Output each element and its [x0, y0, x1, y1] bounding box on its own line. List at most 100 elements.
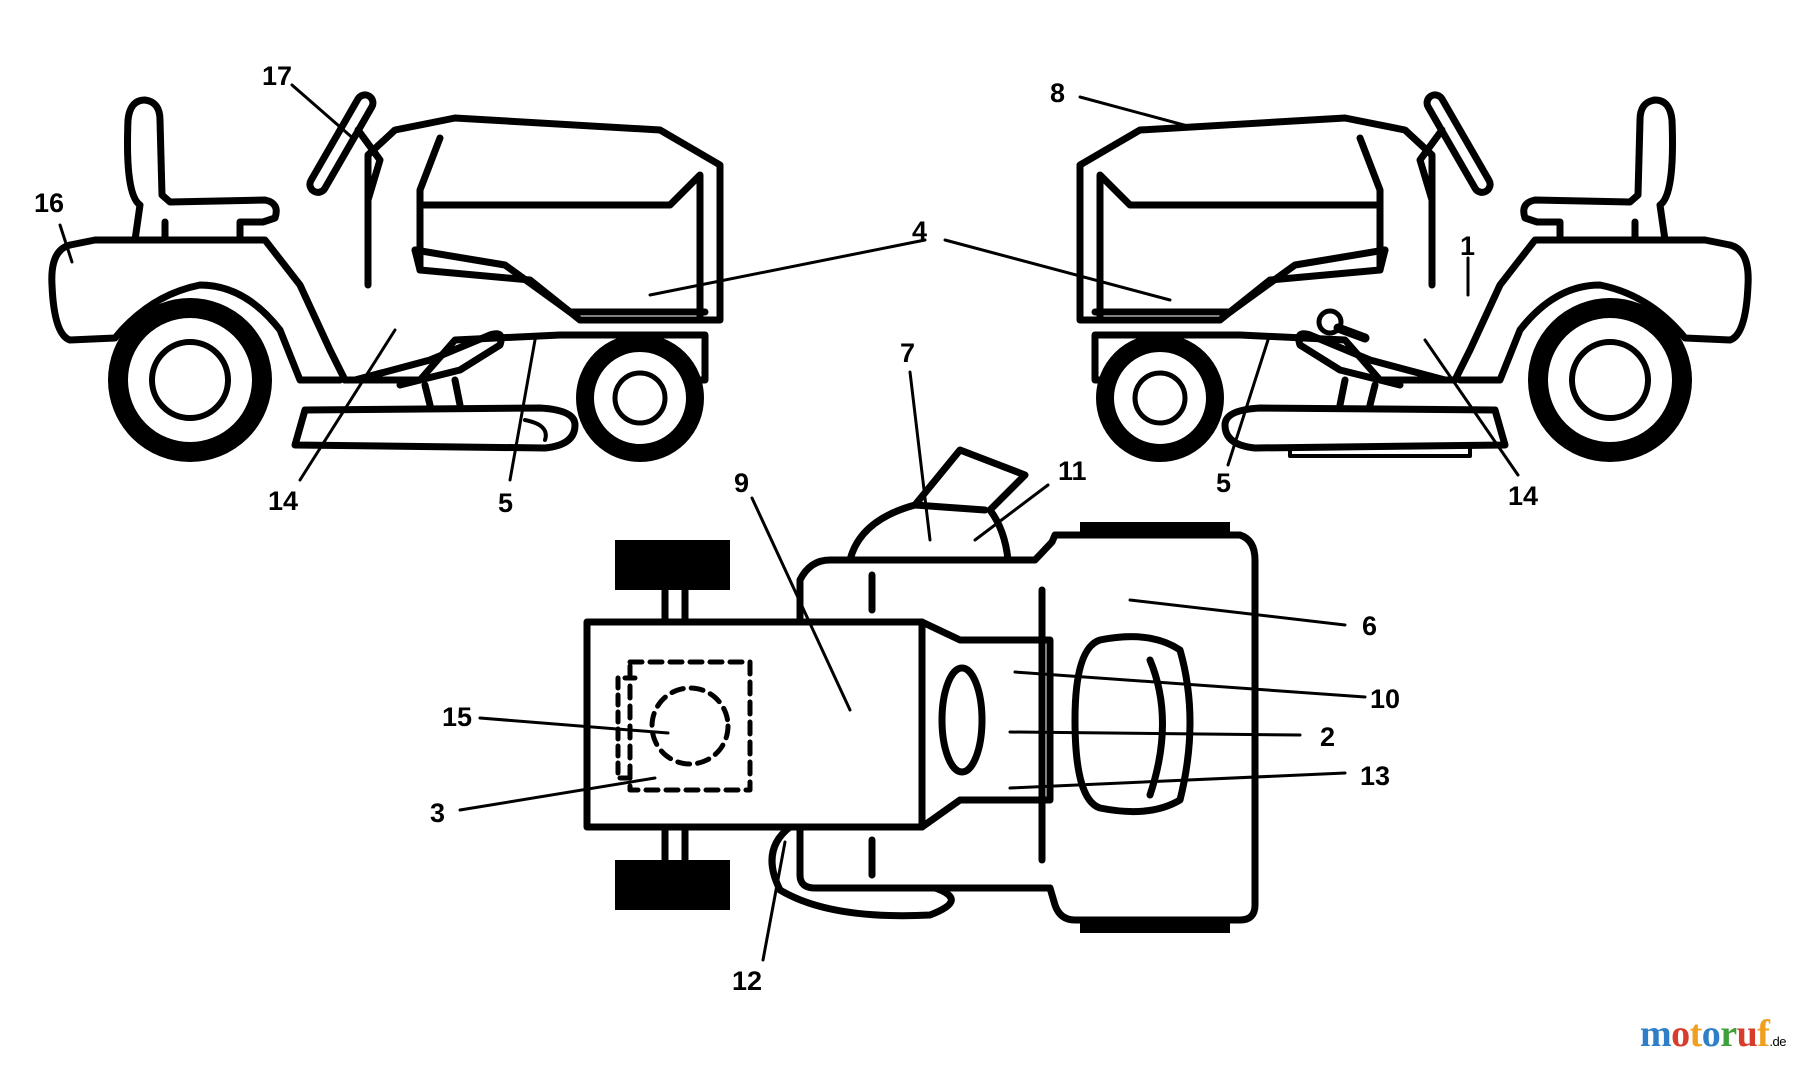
- top-fuel-cap: [649, 685, 731, 767]
- right-steering-wheel: [1423, 91, 1494, 196]
- tractor-side-view-right: [1076, 91, 1752, 462]
- left-hood-panel: [411, 246, 709, 316]
- leader-11: [973, 483, 1050, 542]
- top-hood: [583, 618, 926, 831]
- leader-12: [761, 840, 787, 962]
- leader-2: [1008, 730, 1302, 737]
- callout-15: 15: [442, 702, 472, 732]
- leader-15: [478, 716, 670, 735]
- callout-11: 11: [1058, 456, 1087, 486]
- top-deck-arc: [768, 823, 955, 920]
- right-hood-panel: [1091, 246, 1389, 316]
- watermark-suffix: .de: [1769, 1034, 1786, 1049]
- tractor-side-view-left: [48, 91, 724, 462]
- right-deck-skirt: [1288, 446, 1472, 458]
- top-steering-wheel: [938, 664, 986, 776]
- leader-7: [908, 370, 932, 542]
- watermark-letter: m: [1639, 1013, 1672, 1055]
- callout-16: 16: [34, 188, 64, 218]
- callout-5-right: 5: [1216, 468, 1231, 498]
- top-rear-tire-upper: [1080, 522, 1230, 537]
- right-lever: [1333, 323, 1370, 343]
- right-fender: [1456, 241, 1752, 384]
- right-pedal: [1295, 330, 1449, 389]
- left-rear-wheel: [108, 298, 272, 462]
- right-front-hub: [1132, 370, 1188, 426]
- watermark-letter: f: [1757, 1013, 1770, 1055]
- watermark-letter: u: [1736, 1013, 1758, 1055]
- top-front-tire-upper: [615, 540, 730, 590]
- tractor-top-view: [583, 446, 1259, 933]
- right-pedal-mount: [1336, 376, 1379, 409]
- right-mower-deck: [1221, 404, 1509, 452]
- top-seat-back: [1146, 656, 1166, 799]
- leader-5a: [508, 338, 537, 482]
- left-rear-hub: [149, 339, 231, 421]
- leader-9: [750, 496, 852, 712]
- callout-14-right: 14: [1508, 481, 1538, 511]
- left-grille: [416, 171, 704, 324]
- top-discharge-chute: [846, 446, 1029, 564]
- callout-6: 6: [1362, 611, 1377, 641]
- right-rear-hub: [1569, 339, 1651, 421]
- callout-1: 1: [1460, 231, 1475, 261]
- top-seat: [1071, 633, 1194, 816]
- callout-9: 9: [734, 468, 749, 498]
- top-front-axle: [661, 586, 689, 864]
- leader-3: [458, 776, 657, 812]
- leader-17: [290, 83, 357, 142]
- left-steering-wheel: [306, 91, 377, 196]
- leader-5b: [1226, 338, 1270, 467]
- top-rear-tire-lower: [1080, 918, 1230, 933]
- callout-5-left: 5: [498, 488, 513, 518]
- leader-6: [1128, 598, 1347, 627]
- left-mower-deck: [291, 404, 579, 452]
- callout-7: 7: [900, 338, 915, 368]
- callout-17: 17: [262, 61, 292, 91]
- left-deck-chute: [523, 418, 548, 442]
- left-front-hub: [612, 370, 668, 426]
- right-hood-inner: [1356, 134, 1384, 274]
- right-rear-wheel: [1528, 298, 1692, 462]
- left-steering-column: [354, 126, 384, 204]
- leader-8: [1078, 95, 1197, 130]
- callout-13: 13: [1360, 761, 1390, 791]
- callout-2: 2: [1320, 722, 1335, 752]
- left-fender: [48, 241, 344, 384]
- left-pedal-mount: [421, 376, 464, 409]
- leader-14b: [1423, 338, 1520, 477]
- right-steering-column: [1416, 126, 1446, 204]
- watermark-letter: t: [1689, 1013, 1703, 1055]
- callout-10: 10: [1370, 684, 1400, 714]
- leader-4b: [943, 238, 1172, 302]
- watermark-letter: o: [1671, 1013, 1690, 1055]
- right-lever-knob: [1316, 308, 1344, 336]
- right-hood: [1076, 114, 1436, 324]
- callout-3: 3: [430, 798, 445, 828]
- top-dash: [918, 618, 1054, 831]
- leader-10: [1013, 670, 1367, 699]
- left-hood: [364, 114, 724, 324]
- right-seat: [1520, 96, 1676, 244]
- callout-4: 4: [912, 216, 927, 246]
- leader-13: [1008, 771, 1347, 790]
- left-seat: [124, 96, 280, 244]
- leader-4a: [648, 238, 927, 297]
- top-front-tire-lower: [615, 860, 730, 910]
- callout-8: 8: [1050, 78, 1065, 108]
- left-hood-inner: [416, 134, 444, 274]
- leader-14a: [298, 328, 397, 482]
- top-body-outline: [796, 531, 1259, 924]
- callout-14-left: 14: [268, 486, 298, 516]
- callout-labels: 16 17 4 14 5 8 1 5 14 7 11 9 6 10 2 13 1…: [34, 61, 1538, 996]
- leader-lines: [58, 83, 1520, 962]
- leader-16: [58, 223, 74, 264]
- callout-12: 12: [732, 966, 762, 996]
- left-front-wheel: [576, 334, 704, 462]
- watermark-letter: r: [1720, 1013, 1737, 1055]
- right-grille: [1096, 171, 1384, 324]
- right-front-wheel: [1096, 334, 1224, 462]
- watermark-letter: o: [1701, 1013, 1721, 1055]
